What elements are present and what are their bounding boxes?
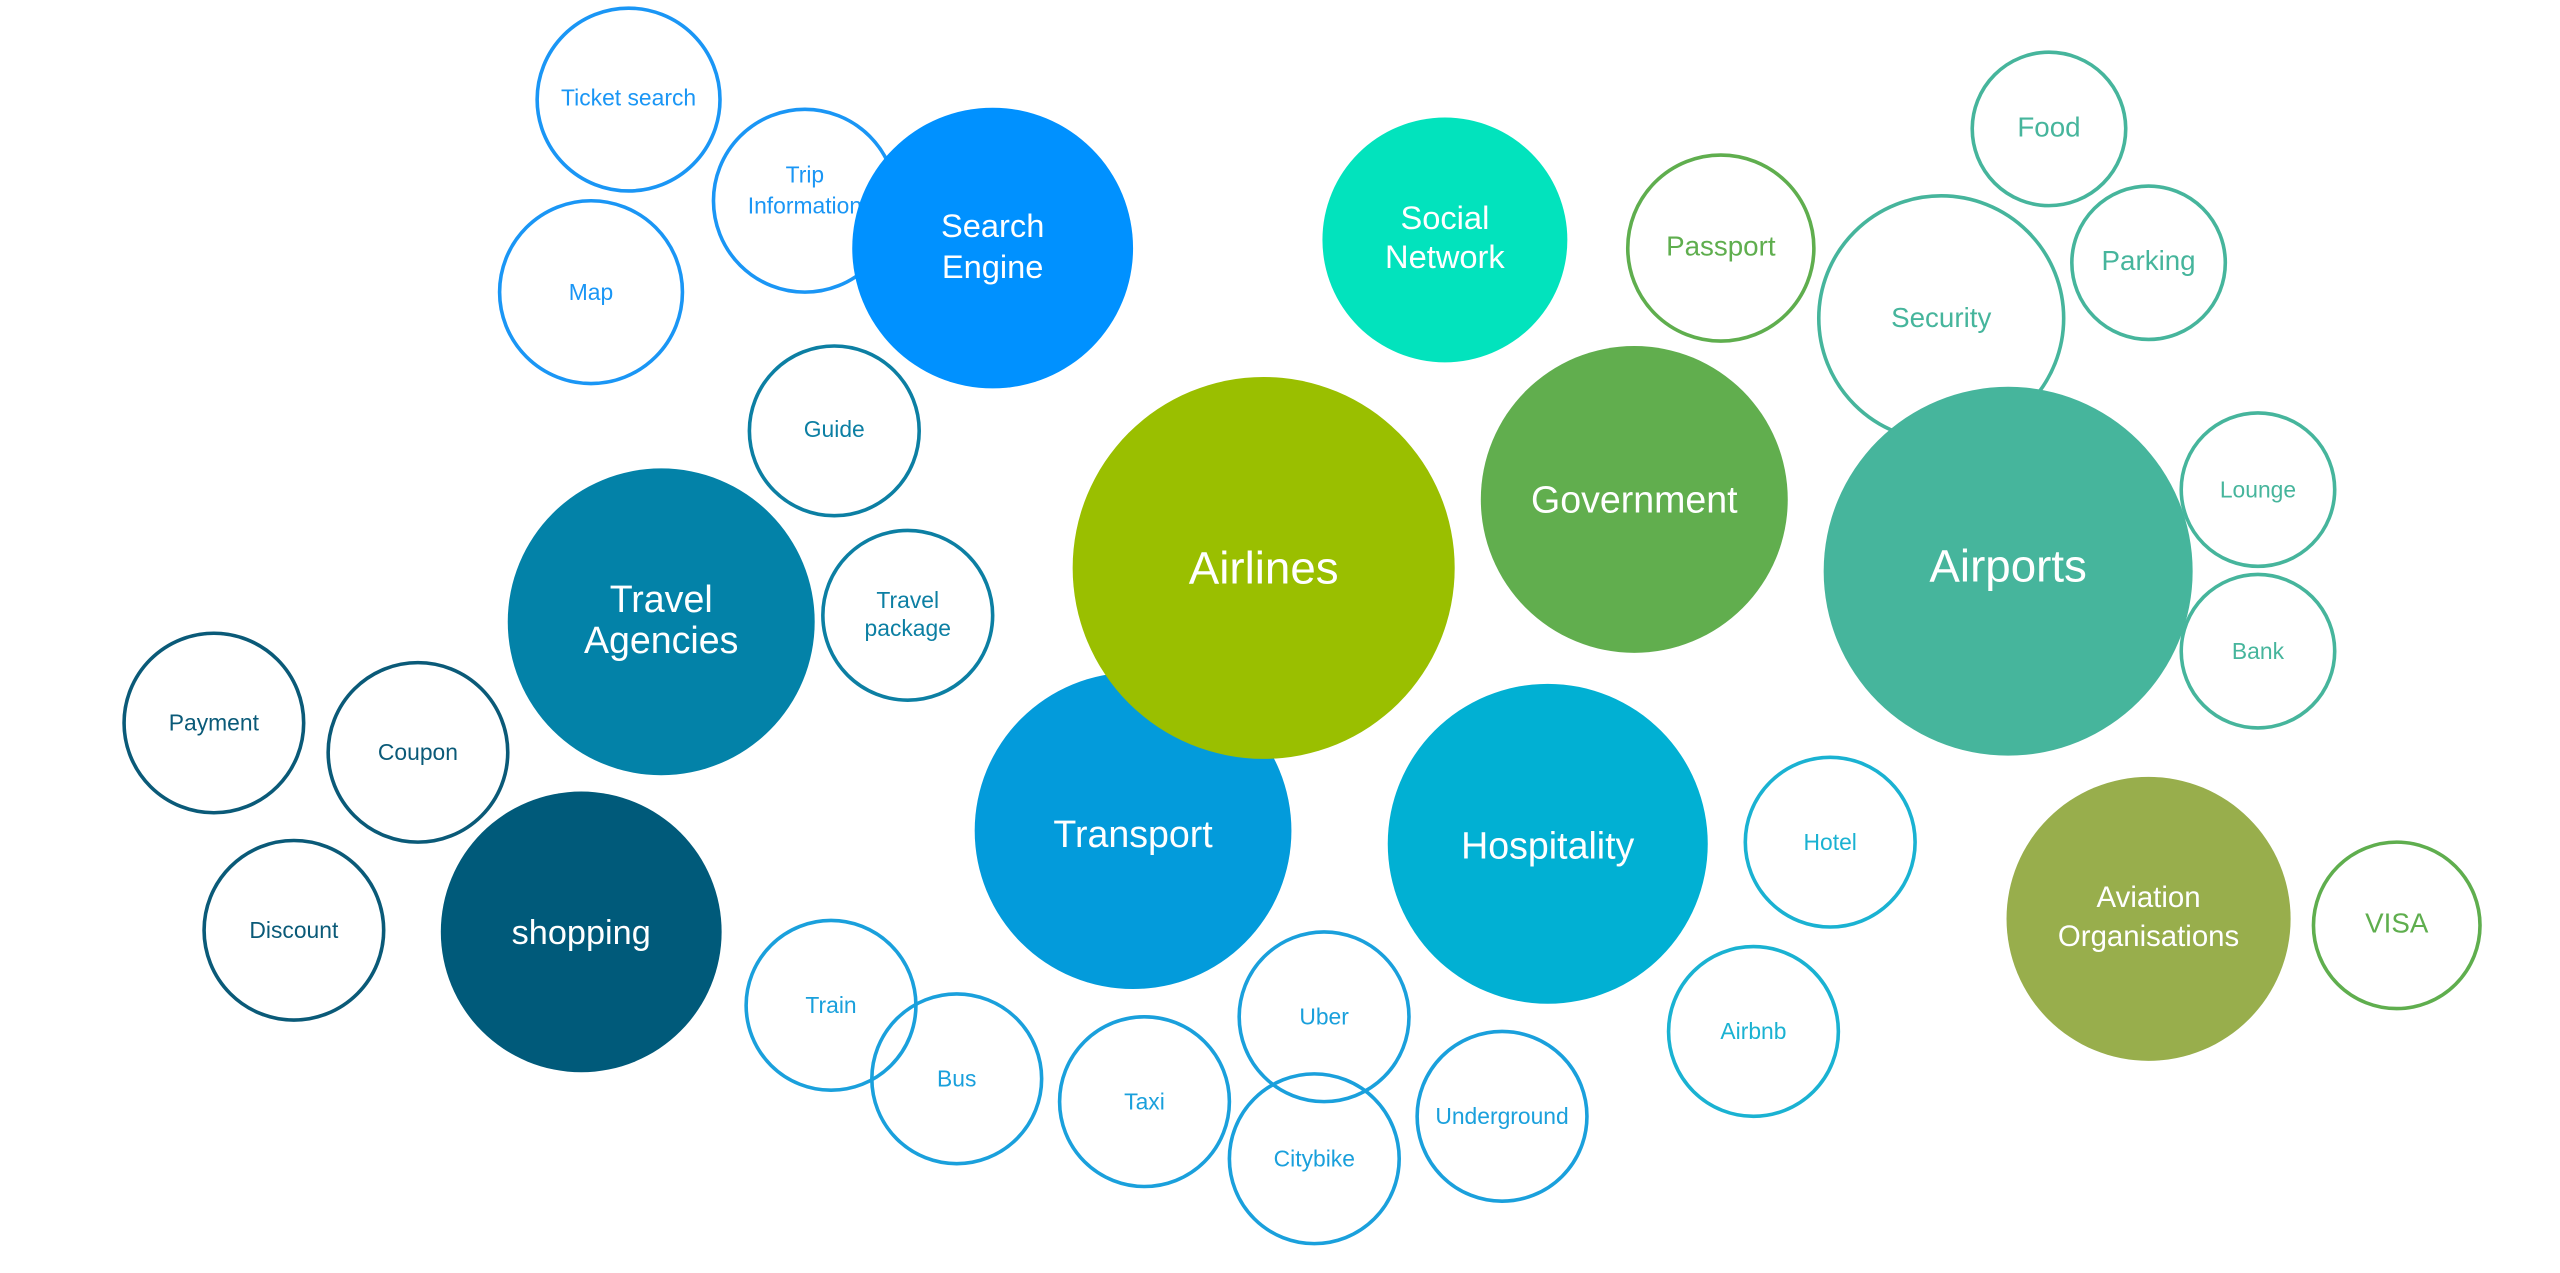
leaf-bus[interactable]: Bus (870, 992, 1044, 1166)
leaf-circle (1237, 930, 1411, 1104)
svg-text:Hospitality: Hospitality (1461, 825, 1634, 867)
svg-text:Aviation: Aviation (2097, 881, 2201, 914)
leaf-circle (497, 198, 685, 386)
hub-travel-agencies[interactable]: Travel Agencies (507, 468, 815, 776)
leaf-circle (1970, 50, 2128, 208)
svg-text:Bus: Bus (937, 1065, 976, 1091)
leaf-circle (1415, 1029, 1589, 1203)
svg-text:Government: Government (1531, 479, 1738, 521)
leaf-circle (1743, 755, 1917, 929)
leaf-lounge[interactable]: Lounge (2179, 411, 2337, 569)
leaf-parking[interactable]: Parking (2070, 184, 2228, 342)
hub-circle (440, 791, 722, 1073)
leaf-coupon[interactable]: Coupon (326, 660, 510, 844)
leaf-circle (1666, 944, 1841, 1119)
leaf-circle (326, 660, 510, 844)
leaf-circle (2179, 411, 2337, 569)
hub-circle (507, 468, 815, 776)
hub-circle (852, 107, 1134, 389)
leaf-circle (747, 344, 921, 518)
svg-text:Map: Map (569, 279, 613, 305)
hub-airlines[interactable]: Airlines (1072, 377, 1455, 759)
svg-text:Network: Network (1385, 238, 1505, 275)
hub-hospitality[interactable]: Hospitality (1387, 683, 1708, 1004)
hub-aviation-organisations[interactable]: Aviation Organisations (2006, 776, 2291, 1061)
svg-text:Travel: Travel (610, 578, 713, 620)
svg-text:Taxi: Taxi (1124, 1088, 1165, 1114)
svg-text:Information: Information (748, 192, 862, 218)
leaf-circle (1057, 1014, 1232, 1189)
svg-text:Food: Food (2017, 111, 2080, 142)
svg-text:Passport: Passport (1666, 230, 1776, 261)
svg-text:Citybike: Citybike (1274, 1145, 1355, 1171)
leaf-food[interactable]: Food (1970, 50, 2128, 208)
svg-text:Agencies: Agencies (584, 619, 738, 661)
hub-circle (1387, 683, 1708, 1004)
leaf-map[interactable]: Map (497, 198, 685, 386)
svg-text:Airbnb: Airbnb (1720, 1018, 1786, 1044)
leaf-ticket-search[interactable]: Ticket search (535, 6, 722, 193)
svg-text:Guide: Guide (804, 416, 865, 442)
hub-circle (1480, 345, 1788, 653)
leaf-uber[interactable]: Uber (1237, 930, 1411, 1104)
leaf-payment[interactable]: Payment (122, 631, 306, 815)
leaf-circle (202, 838, 386, 1022)
leaf-travel-package[interactable]: Travel package (821, 528, 995, 702)
svg-text:Bank: Bank (2232, 638, 2285, 664)
leaf-hotel[interactable]: Hotel (1743, 755, 1917, 929)
svg-text:Train: Train (805, 992, 856, 1018)
svg-text:Airlines: Airlines (1189, 542, 1339, 593)
svg-text:Transport: Transport (1053, 813, 1213, 855)
leaf-circle (1227, 1072, 1401, 1246)
svg-text:Underground: Underground (1435, 1103, 1568, 1129)
leaf-guide[interactable]: Guide (747, 344, 921, 518)
leaf-airbnb[interactable]: Airbnb (1666, 944, 1841, 1119)
svg-text:VISA: VISA (2365, 908, 2429, 939)
hub-shopping[interactable]: shopping (440, 791, 722, 1073)
leaf-circle (1625, 153, 1816, 343)
svg-text:package: package (865, 615, 951, 641)
svg-text:Trip: Trip (786, 161, 825, 187)
svg-text:Uber: Uber (1299, 1003, 1349, 1029)
hub-circle (1322, 117, 1568, 363)
leaf-circle (870, 992, 1044, 1166)
hub-social-network[interactable]: Social Network (1322, 117, 1568, 363)
hub-circle (2006, 776, 2291, 1061)
leaf-citybike[interactable]: Citybike (1227, 1072, 1401, 1246)
leaf-bank[interactable]: Bank (2179, 572, 2337, 730)
svg-text:Lounge: Lounge (2220, 476, 2296, 502)
svg-text:Ticket search: Ticket search (561, 85, 696, 111)
svg-text:Parking: Parking (2102, 245, 2196, 276)
hub-circle (1072, 377, 1455, 759)
svg-text:Social: Social (1400, 199, 1489, 236)
leaf-underground[interactable]: Underground (1415, 1029, 1589, 1203)
hub-search-engine[interactable]: Search Engine (852, 107, 1134, 389)
leaf-taxi[interactable]: Taxi (1057, 1014, 1232, 1189)
leaf-circle (535, 6, 722, 193)
svg-text:Search: Search (941, 207, 1044, 244)
svg-text:Engine: Engine (942, 248, 1044, 285)
leaf-circle (122, 631, 306, 815)
leaf-circle (2311, 840, 2482, 1011)
leaf-circle (821, 528, 995, 702)
svg-text:Organisations: Organisations (2058, 920, 2239, 953)
leaf-passport[interactable]: Passport (1625, 153, 1816, 343)
svg-text:shopping: shopping (512, 914, 651, 952)
svg-text:Hotel: Hotel (1804, 829, 1857, 855)
leaf-circle (2179, 572, 2337, 730)
leaf-circle (2070, 184, 2228, 342)
svg-text:Payment: Payment (169, 710, 260, 736)
hub-airports[interactable]: Airports (1823, 386, 2193, 756)
leaf-security[interactable]: Security (1816, 194, 2066, 443)
svg-text:Airports: Airports (1929, 541, 2086, 592)
hub-government[interactable]: Government (1480, 345, 1788, 653)
leaf-discount[interactable]: Discount (202, 838, 386, 1022)
hub-circle (1823, 386, 2193, 756)
svg-text:Security: Security (1891, 302, 1991, 333)
svg-text:Discount: Discount (249, 917, 339, 943)
svg-text:Travel: Travel (876, 587, 939, 613)
leaf-visa[interactable]: VISA (2311, 840, 2482, 1011)
svg-text:Coupon: Coupon (378, 739, 458, 765)
